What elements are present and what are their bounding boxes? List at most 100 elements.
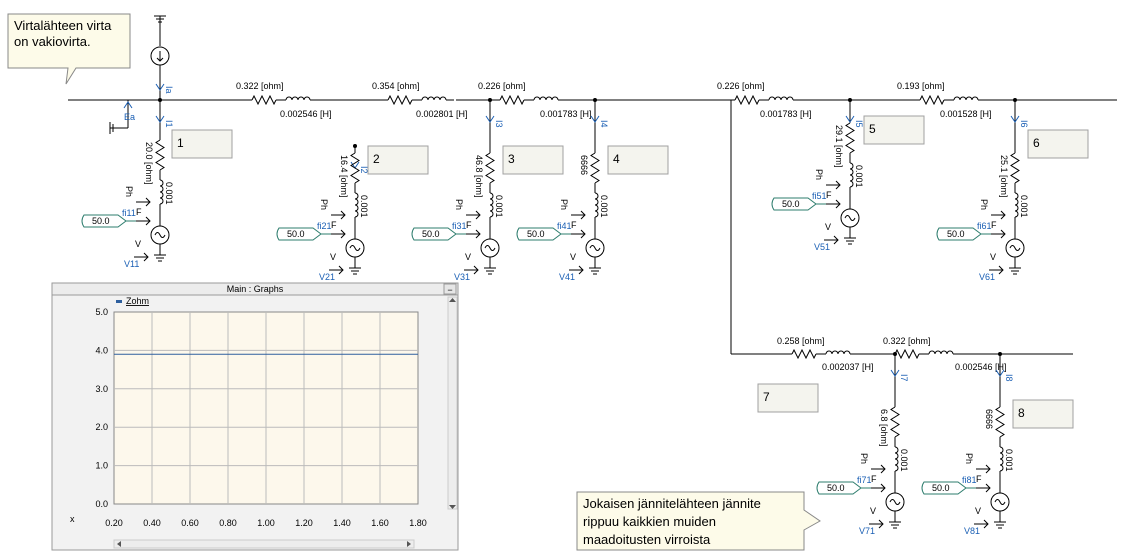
callout-top: Virtalähteen virta on vakiovirta. <box>7 13 131 85</box>
branch-resistance-label: 16.4 [ohm] <box>339 155 349 198</box>
voltage-signal-label: V11 <box>124 259 139 269</box>
frequency-input[interactable] <box>516 227 562 241</box>
voltage-signal-label: V51 <box>814 242 830 252</box>
line-resistance-label: 0.193 [ohm] <box>897 81 945 91</box>
branch-current-label: I7 <box>899 374 909 382</box>
branch-number-box <box>171 129 233 159</box>
y-tick-label: 4.0 <box>95 345 108 355</box>
frequency-input[interactable] <box>276 227 322 241</box>
branch-current-label: I1 <box>164 120 174 128</box>
phase-signal-label: fi31 <box>452 221 467 231</box>
frequency-input[interactable] <box>936 227 982 241</box>
graph-window[interactable]: Main : Graphs − Zohm 5.04.03.02.01.00.0 … <box>51 282 459 551</box>
line-resistor-icon <box>251 94 277 106</box>
line-inductance-label: 0.002546 [H] <box>280 109 332 119</box>
branch-inductor-icon <box>489 192 494 218</box>
line-resistance-label: 0.322 [ohm] <box>883 336 931 346</box>
x-tick-label: 1.40 <box>333 518 351 528</box>
source-current-label: Ia <box>164 86 174 94</box>
line-resistor-icon <box>791 348 817 360</box>
phase-signal-label: fi61 <box>977 221 992 231</box>
line-inductance-label: 0.002801 [H] <box>416 109 468 119</box>
branch-number-label: 6 <box>1033 136 1040 150</box>
line-resistor-icon <box>499 94 525 106</box>
scroll-right-arrow-icon[interactable] <box>407 541 411 547</box>
branch-current-label: I8 <box>1004 374 1014 382</box>
x-tick-label: 0.20 <box>105 518 123 528</box>
minimize-button[interactable] <box>443 283 457 295</box>
ground-icon <box>348 267 362 275</box>
phase-input-label: Ph <box>124 186 134 197</box>
branch-inductor-icon <box>1014 192 1019 218</box>
phase-input-label: Ph <box>454 199 464 210</box>
frequency-input[interactable] <box>411 227 457 241</box>
voltage-output-label: V <box>465 252 471 262</box>
branch-resistor-icon <box>845 122 855 154</box>
frequency-input[interactable] <box>816 481 862 495</box>
ground-icon <box>153 254 167 262</box>
branch-resistance-label: 25.1 [ohm] <box>999 155 1009 198</box>
voltage-output-label: V <box>825 222 831 232</box>
vertical-scrollbar[interactable] <box>447 296 458 510</box>
frequency-input[interactable] <box>921 481 967 495</box>
branch-inductor-icon <box>594 192 599 218</box>
branch-number-label: 8 <box>1018 406 1025 420</box>
voltage-output-label: V <box>135 239 141 249</box>
frequency-input[interactable] <box>81 214 127 228</box>
branch-current-label: I3 <box>494 120 504 128</box>
line-inductor-icon <box>285 96 311 101</box>
ground-icon <box>843 237 857 245</box>
lower-bus <box>730 100 1073 355</box>
minimize-glyph: − <box>447 285 452 295</box>
line-resistance-label: 0.322 [ohm] <box>236 81 284 91</box>
legend-swatch <box>116 300 122 303</box>
scroll-down-arrow-icon[interactable] <box>449 505 456 509</box>
voltage-signal-label: V31 <box>454 272 470 282</box>
callout-bottom-line3: maadoitusten virroista <box>583 532 711 547</box>
x-tick-label: 1.20 <box>295 518 313 528</box>
branch-number-box <box>1027 129 1089 159</box>
scroll-up-arrow-icon[interactable] <box>449 298 456 302</box>
line-resistor-icon <box>894 348 920 360</box>
y-tick-label: 2.0 <box>95 422 108 432</box>
horizontal-scrollbar[interactable] <box>113 539 415 549</box>
phase-signal-label: fi11 <box>122 208 136 218</box>
line-resistance-label: 0.258 [ohm] <box>777 336 825 346</box>
scroll-left-arrow-icon[interactable] <box>117 541 121 547</box>
frequency-value: 50.0 <box>932 483 950 493</box>
frequency-value: 50.0 <box>92 216 110 226</box>
callout-bottom: Jokaisen jännitelähteen jännite rippuu k… <box>576 491 821 551</box>
x-tick-label: 0.40 <box>143 518 161 528</box>
branch-inductance-label: 0.001 <box>164 182 174 205</box>
frequency-value: 50.0 <box>827 483 845 493</box>
plot-grid <box>114 312 418 504</box>
current-arrow-icon <box>890 369 900 377</box>
ground-ea: Ea <box>109 100 135 134</box>
branch-current-label: I6 <box>1019 120 1029 128</box>
branch-resistance-label: 6.8 [ohm] <box>879 409 889 447</box>
line-inductor-icon <box>825 350 851 355</box>
branch-inductance-label: 0.001 <box>1004 449 1014 472</box>
frequency-value: 50.0 <box>527 229 545 239</box>
line-resistor-icon <box>734 94 760 106</box>
line-impedance-5: 0.193 [ohm]0.001528 [H] <box>897 81 992 119</box>
x-tick-label: 1.00 <box>257 518 275 528</box>
voltage-signal-label: V61 <box>979 272 995 282</box>
voltage-signal-label: V81 <box>964 526 980 536</box>
phase-input-label: Ph <box>319 199 329 210</box>
frequency-input[interactable] <box>771 197 817 211</box>
voltage-output-label: V <box>990 252 996 262</box>
line-impedance-2: 0.354 [ohm]0.002801 [H] <box>372 81 468 119</box>
callout-top-line1: Virtalähteen virta <box>14 18 112 33</box>
phase-signal-label: fi81 <box>962 475 977 485</box>
branch-resistor-icon <box>590 152 600 184</box>
freq-input-label: F <box>136 207 142 217</box>
phase-input-label: Ph <box>979 199 989 210</box>
branch-inductance-label: 0.001 <box>1019 195 1029 218</box>
current-arrow-icon <box>845 115 855 123</box>
y-tick-label: 1.0 <box>95 461 108 471</box>
line-resistor-icon <box>387 94 413 106</box>
branch-inductance-label: 0.001 <box>899 449 909 472</box>
